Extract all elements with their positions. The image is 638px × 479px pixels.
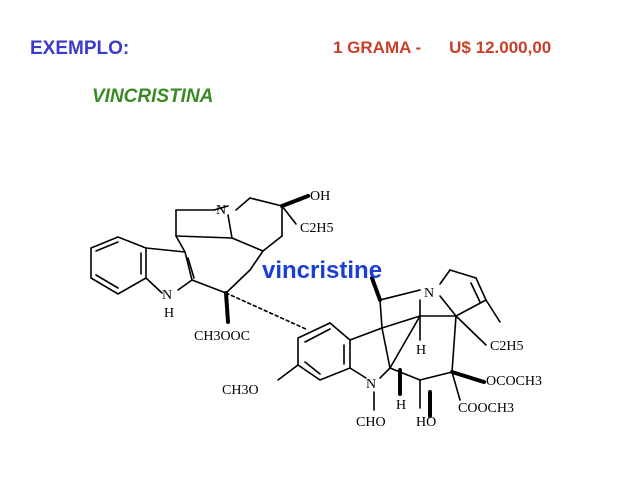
atom-n-right: N: [424, 286, 434, 301]
atom-ester-top: CH3OOC: [194, 329, 250, 344]
atom-acetoxy: OCOCH3: [486, 374, 542, 389]
atom-c2h5-right: C2H5: [490, 339, 523, 354]
bonds: [90, 194, 501, 418]
atom-labels: N OH C2H5 N H CH3OOC N H C2H5 CH3O N H O…: [162, 189, 542, 430]
atom-ho: HO: [416, 415, 436, 430]
atom-n-top: N: [216, 203, 226, 218]
structure-caption: vincristine: [262, 257, 382, 284]
atom-h-bridge: H: [416, 343, 426, 358]
example-label: EXEMPLO:: [30, 38, 130, 59]
drug-name: VINCRISTINA: [92, 86, 214, 107]
atom-n-bottom: N: [366, 377, 376, 392]
atom-methoxy: CH3O: [222, 383, 259, 398]
quantity-text: 1 GRAMA -: [333, 38, 422, 57]
price-line: 1 GRAMA - U$ 12.000,00: [333, 38, 551, 58]
price-text: U$ 12.000,00: [449, 38, 552, 57]
atom-oh-top: OH: [310, 189, 330, 204]
atom-ester-bottom: COOCH3: [458, 401, 514, 416]
atom-nh: N: [162, 288, 172, 303]
atom-c2h5-top: C2H5: [300, 221, 333, 236]
atom-h-bottom: H: [396, 398, 406, 413]
atom-cho: CHO: [356, 415, 386, 430]
atom-nh-h: H: [164, 306, 174, 321]
